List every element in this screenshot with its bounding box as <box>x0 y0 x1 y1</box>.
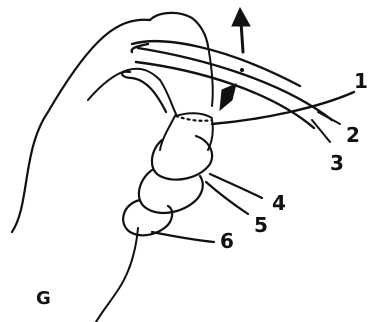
hand-outline <box>12 13 213 322</box>
thread-left-loop <box>122 72 166 112</box>
leader-2 <box>318 112 340 124</box>
panel-letter: G <box>36 288 51 309</box>
label-leaders <box>312 112 340 142</box>
label-5: 5 <box>254 213 268 237</box>
coil-left-edge <box>160 114 176 150</box>
hand-back-contour <box>12 20 150 232</box>
thread-6 <box>152 232 214 242</box>
leader-3 <box>312 120 330 142</box>
finger-inner-contour <box>88 69 160 100</box>
thread-4 <box>210 174 262 198</box>
coil-1 <box>152 136 212 180</box>
thread-5 <box>206 182 248 214</box>
hidden-thread-dotted-line <box>176 116 212 121</box>
coil-stack <box>123 114 213 235</box>
label-6: 6 <box>220 229 234 253</box>
label-2: 2 <box>346 123 360 147</box>
wrist-lower-contour <box>96 228 138 322</box>
label-3: 3 <box>330 151 344 175</box>
label-4: 4 <box>272 191 286 215</box>
coil-3 <box>123 200 172 235</box>
finger-tip-contour <box>160 80 176 114</box>
label-1: 1 <box>354 69 368 93</box>
black-pointer-icon <box>220 84 236 110</box>
